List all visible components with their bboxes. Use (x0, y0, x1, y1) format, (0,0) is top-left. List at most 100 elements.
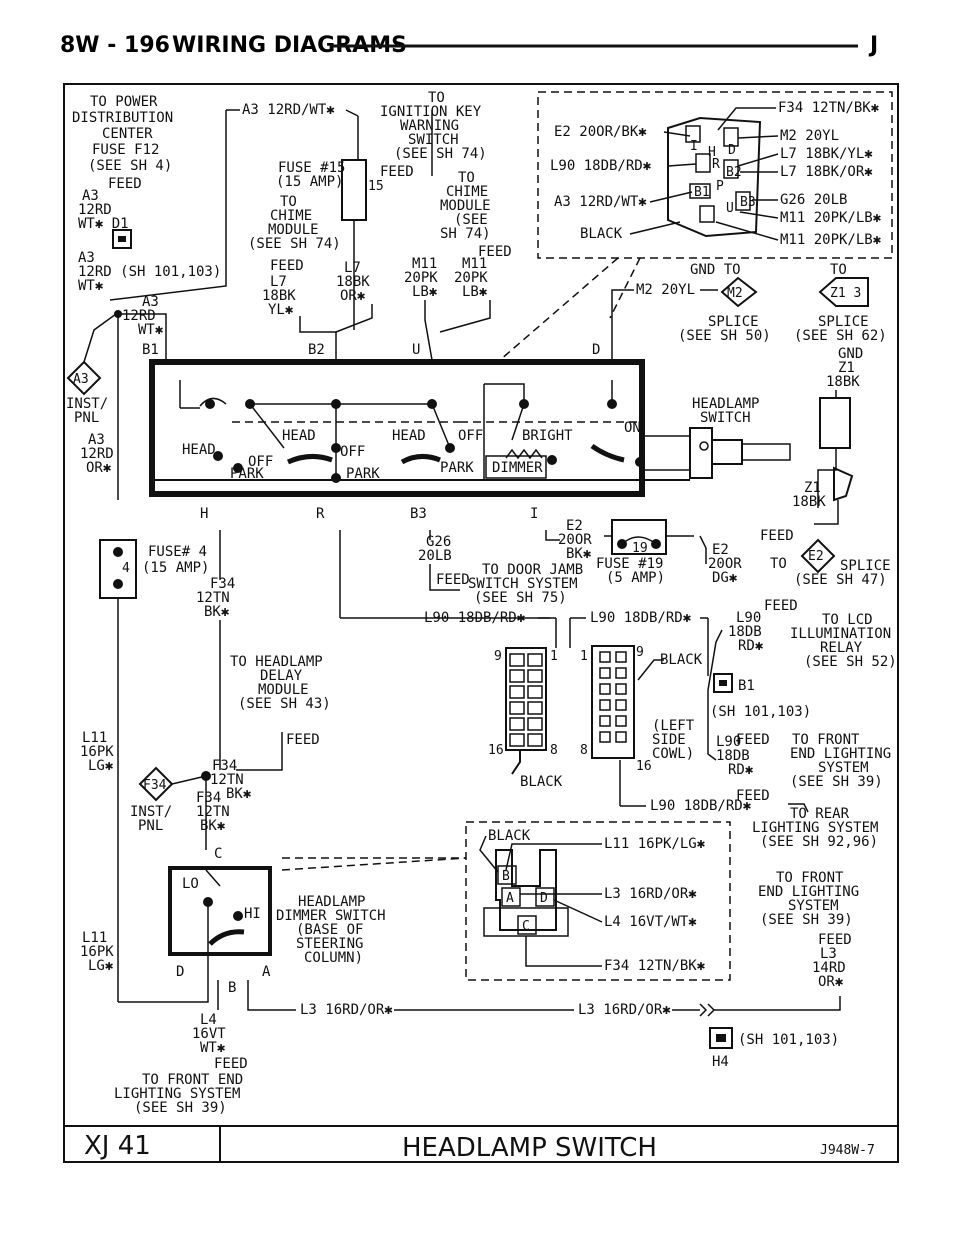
pin-d: D (592, 342, 600, 358)
svg-text:TO HEADLAMP: TO HEADLAMP (230, 654, 323, 670)
svg-text:DG✱: DG✱ (712, 570, 738, 586)
svg-text:(BASE OF: (BASE OF (296, 922, 363, 938)
feed-l3: FEED (818, 932, 852, 948)
svg-text:C: C (522, 919, 530, 934)
svg-text:9: 9 (636, 645, 644, 660)
svg-text:L4: L4 (200, 1012, 217, 1028)
svg-text:LIGHTING SYSTEM: LIGHTING SYSTEM (114, 1086, 240, 1102)
delay-module: TO HEADLAMP DELAY MODULE (SEE SH 43) (230, 654, 331, 712)
a3-inst-label: A3 (73, 372, 89, 387)
svg-text:Z1: Z1 (838, 360, 855, 376)
fuse-4-number: 4 (122, 561, 130, 576)
svg-text:TO FRONT: TO FRONT (792, 732, 860, 748)
svg-text:(SEE SH 39): (SEE SH 39) (790, 774, 883, 790)
svg-text:RD✱: RD✱ (728, 762, 754, 778)
svg-text:(SEE SH 52): (SEE SH 52) (804, 654, 897, 670)
svg-text:L11: L11 (82, 730, 107, 746)
svg-text:OFF: OFF (458, 428, 483, 444)
svg-text:(15 AMP): (15 AMP) (276, 174, 343, 190)
svg-text:Z1: Z1 (804, 480, 821, 496)
svg-text:LG✱: LG✱ (88, 758, 114, 774)
svg-text:B: B (502, 869, 510, 884)
fuse-15-label: FUSE #15 (15 AMP) (276, 160, 345, 190)
a3-label-1: A3 (82, 188, 99, 204)
page-number: 8W - 196 (60, 33, 170, 58)
svg-text:16PK: 16PK (80, 944, 114, 960)
pdc-label: TO POWER DISTRIBUTION CENTER FUSE F12 (S… (72, 94, 173, 174)
l7-yl-label: L7 18BK YL✱ (262, 274, 296, 318)
black-box: BLACK (580, 226, 623, 242)
footer-model: XJ 41 (84, 1131, 151, 1161)
svg-text:OR✱: OR✱ (340, 288, 366, 304)
f34-box: F34 12TN/BK✱ (778, 100, 880, 116)
dimmer-l11: L11 16PK/LG✱ (604, 836, 706, 852)
h4-ground-icon (709, 1027, 733, 1049)
ground-clip-icon (833, 466, 854, 502)
svg-text:8: 8 (550, 743, 558, 758)
svg-text:16VT: 16VT (192, 1026, 226, 1042)
svg-text:12RD (SH 101,103): 12RD (SH 101,103) (78, 264, 221, 280)
svg-text:SPLICE: SPLICE (818, 314, 869, 330)
feed-rear: FEED (736, 788, 770, 804)
svg-text:A3: A3 (78, 250, 95, 266)
sh101-bottom: (SH 101,103) (738, 1032, 839, 1048)
svg-text:HEADLAMP: HEADLAMP (298, 894, 365, 910)
svg-text:12RD: 12RD (80, 446, 114, 462)
svg-text:TO: TO (458, 170, 475, 186)
fuse-19-number: 19 (632, 541, 648, 556)
l7or-box: L7 18BK/OR✱ (780, 164, 873, 180)
svg-text:SYSTEM: SYSTEM (818, 760, 869, 776)
l90-front: L90 18DB RD✱ (716, 734, 754, 778)
svg-text:TO LCD: TO LCD (822, 612, 873, 628)
svg-text:M11: M11 (412, 256, 437, 272)
m11a-box: M11 20PK/LB✱ (780, 210, 882, 226)
m2-splice-label: M2 (727, 286, 743, 301)
svg-text:DIMMER SWITCH: DIMMER SWITCH (276, 908, 386, 924)
black-label: BLACK (520, 774, 563, 790)
svg-text:BK✱: BK✱ (226, 786, 252, 802)
connector-c1 (505, 647, 547, 751)
rear-lighting: TO REAR LIGHTING SYSTEM (SEE SH 92,96) (752, 806, 878, 850)
feed-lcd: FEED (764, 598, 798, 614)
to-z1: TO (830, 262, 847, 278)
svg-text:L90: L90 (736, 610, 761, 626)
splice-50: SPLICE (SEE SH 50) (678, 314, 771, 344)
feed-door: FEED (436, 572, 470, 588)
a3-inst-diamond (66, 360, 102, 396)
e2-or-bk: E2 20OR BK✱ (558, 518, 592, 562)
ground-connector-icon (112, 229, 132, 249)
svg-text:SWITCH: SWITCH (700, 410, 751, 426)
svg-text:L7: L7 (270, 274, 287, 290)
svg-text:TO FRONT END: TO FRONT END (142, 1072, 243, 1088)
l4-label: L4 16VT WT✱ (192, 1012, 226, 1056)
dimmer-f34: F34 12TN/BK✱ (604, 958, 706, 974)
svg-text:WT✱: WT✱ (138, 322, 164, 338)
a3-label-2: 12RD (78, 202, 112, 218)
pin-c: C (214, 846, 222, 862)
svg-text:(SEE SH 74): (SEE SH 74) (394, 146, 487, 162)
svg-text:H: H (708, 145, 716, 160)
svg-text:(SEE SH 74): (SEE SH 74) (248, 236, 341, 252)
e2-splice-label: E2 (808, 549, 824, 564)
pin-r: R (316, 506, 325, 522)
svg-text:STEERING: STEERING (296, 936, 363, 952)
feed-chime: FEED (270, 258, 304, 274)
headlamp-switch-box (149, 359, 645, 497)
svg-text:RD✱: RD✱ (738, 638, 764, 654)
svg-text:M11: M11 (462, 256, 487, 272)
svg-text:20LB: 20LB (418, 548, 452, 564)
e2-or-dg: E2 20OR DG✱ (708, 542, 742, 586)
svg-text:(SEE SH 39): (SEE SH 39) (760, 912, 853, 928)
svg-text:OR✱: OR✱ (818, 974, 844, 990)
svg-text:BK✱: BK✱ (566, 546, 592, 562)
l11-label: L11 16PK LG✱ (80, 730, 114, 774)
inst-pnl-1: INST/ PNL (66, 396, 108, 426)
svg-text:HEADLAMP: HEADLAMP (692, 396, 759, 412)
ground-connector-pin (118, 236, 126, 242)
dimmer-black: BLACK (488, 828, 531, 844)
feed-delay: FEED (286, 732, 320, 748)
svg-text:R: R (712, 157, 720, 172)
feed-ign: FEED (380, 164, 414, 180)
connector-c2 (591, 645, 635, 759)
